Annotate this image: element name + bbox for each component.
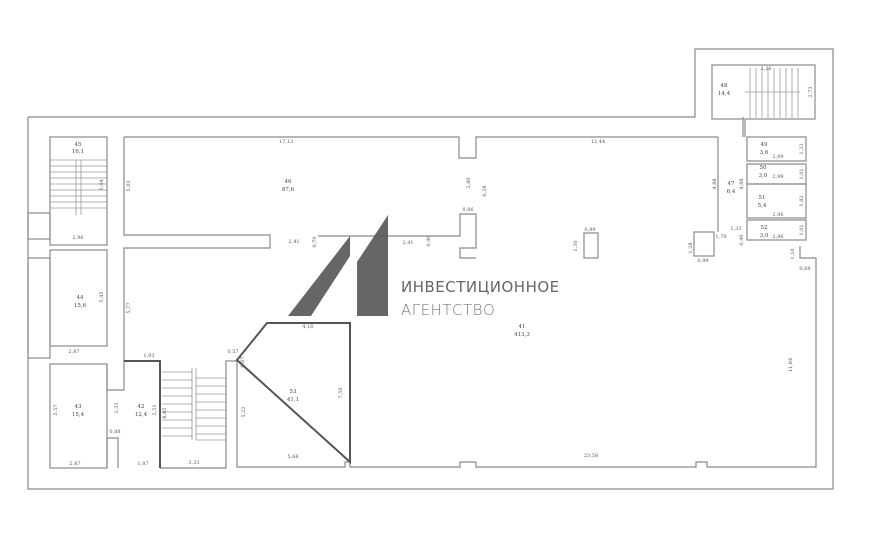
dimension: 5,51 — [152, 404, 158, 415]
dimension: 7,50 — [338, 387, 344, 398]
dimension: 0,57 — [227, 349, 238, 355]
dimension: 2,99 — [772, 174, 783, 180]
dimension: 3,26 — [760, 66, 771, 72]
room-number: 47 — [728, 181, 735, 187]
dimension: 4,10 — [302, 324, 313, 330]
dimension: 1,30 — [573, 240, 579, 251]
logo-mark-icon — [288, 236, 350, 316]
dimension: 17,13 — [279, 139, 293, 145]
room-number: 52 — [761, 225, 768, 231]
room-number: 45 — [75, 142, 82, 148]
dimension: 5,22 — [241, 406, 247, 417]
dimension: 1,22 — [799, 143, 805, 154]
dimension: 1,93 — [143, 353, 154, 359]
dimension: 1,82 — [799, 195, 805, 206]
dimension: 5,68 — [287, 454, 298, 460]
dimension: 6,28 — [482, 185, 488, 196]
room-area: 5,4 — [758, 203, 767, 209]
agency-logo: ИНВЕСТИЦИОННОЕ АГЕНТСТВО — [288, 215, 560, 319]
room-area: 15,4 — [72, 412, 85, 418]
dimension: 2,96 — [772, 234, 783, 240]
room-area: 3,0 — [759, 173, 768, 179]
dimension: 2,41 — [402, 240, 413, 246]
room-area: 12,4 — [135, 412, 148, 418]
dimension: 2,73 — [808, 86, 814, 97]
dimension: 0,69 — [799, 266, 810, 272]
dimension: 5,45 — [99, 291, 105, 302]
dimension: 1,28 — [688, 242, 694, 253]
dimension: 2,80 — [466, 177, 472, 188]
room-number: 51 — [759, 195, 766, 201]
dimension: 5,77 — [126, 302, 132, 313]
dimension: 2,87 — [68, 349, 79, 355]
walls — [27, 48, 834, 490]
dimension: 2,99 — [772, 154, 783, 160]
dimension: 11,84 — [788, 358, 794, 372]
room-number: 49 — [761, 142, 768, 148]
logo-line2: АГЕНТСТВО — [401, 301, 495, 319]
dimension: 0,99 — [697, 258, 708, 264]
room-area: 16,1 — [72, 149, 84, 155]
room-number: 53 — [290, 389, 297, 395]
dimension: 2,33 — [114, 402, 120, 413]
dimension: 2,41 — [288, 239, 299, 245]
dimension: 0,40 — [739, 234, 745, 245]
dimension: 12,44 — [591, 139, 605, 145]
room-number: 43 — [75, 404, 82, 410]
dimension: 4,88 — [739, 178, 745, 189]
dimension: 0,99 — [584, 227, 595, 233]
dimension: 5,44 — [99, 179, 105, 190]
dimension: 23,58 — [584, 453, 598, 459]
room-area: 3,6 — [760, 150, 769, 156]
dimension: 2,96 — [72, 235, 83, 241]
dimension: 5,57 — [53, 404, 59, 415]
room-area: 6,4 — [727, 189, 736, 195]
room-area: 3,0 — [760, 233, 769, 239]
room-area: 413,3 — [514, 332, 530, 338]
room-area: 14,4 — [718, 91, 731, 97]
dimension: 0,86 — [462, 207, 473, 213]
dimension: 1,87 — [137, 461, 148, 467]
dimension: 1,70 — [715, 234, 726, 240]
logo-line1: ИНВЕСТИЦИОННОЕ — [401, 278, 560, 296]
room-area: 87,6 — [282, 187, 295, 193]
dimension: 0,88 — [109, 429, 120, 435]
room-number: 48 — [721, 83, 728, 89]
dimension: 1,33 — [730, 226, 741, 232]
room-number: 44 — [77, 295, 84, 301]
dimension: 2,96 — [772, 212, 783, 218]
dimension: 5,03 — [126, 180, 132, 191]
dimension: 1,01 — [799, 168, 805, 179]
dimension: 0,70 — [312, 236, 318, 247]
dimension-labels: 17,13 12,44 5,03 5,44 2,96 2,80 6,28 0,8… — [53, 66, 814, 467]
dimension: 2,87 — [69, 461, 80, 467]
dimension: 1,10 — [790, 248, 796, 259]
room-area: 15,6 — [74, 303, 87, 309]
stairs — [50, 68, 800, 441]
dimension: 3,33 — [188, 460, 199, 466]
room-number: 50 — [760, 165, 767, 171]
dimension: 1,01 — [799, 224, 805, 235]
room-number: 41 — [519, 324, 526, 330]
dimension: 0,40 — [426, 235, 432, 246]
dimension: 8,05 — [162, 407, 168, 418]
room-number: 46 — [285, 179, 292, 185]
dimension: 0,67 — [240, 356, 246, 367]
room-number: 42 — [138, 404, 145, 410]
dimension: 4,88 — [712, 178, 718, 189]
room-area: 41,1 — [287, 397, 299, 403]
